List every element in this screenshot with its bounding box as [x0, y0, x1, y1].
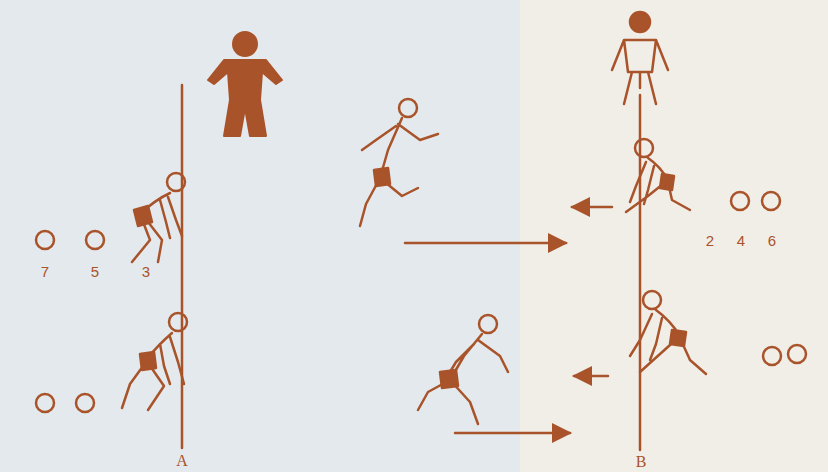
runner-head: [169, 313, 187, 331]
runner-figure: [122, 333, 184, 410]
runner-shorts: [374, 168, 390, 186]
ball: [76, 394, 94, 412]
direction-arrow: [405, 242, 566, 245]
ball-number: 2: [706, 233, 714, 248]
teacher-head: [233, 32, 257, 56]
direction-arrow: [572, 206, 612, 209]
ball: [36, 394, 54, 412]
runner-figure: [418, 334, 508, 424]
ball: [731, 192, 749, 210]
lane-letter: A: [176, 453, 188, 469]
ball-number: 3: [142, 264, 150, 279]
runner-head: [399, 99, 417, 117]
ball: [763, 347, 781, 365]
runner-shorts: [440, 370, 458, 388]
ball-number: 5: [91, 264, 99, 279]
ball-number: 4: [737, 233, 745, 248]
runner-shorts: [134, 206, 152, 226]
ball: [788, 345, 806, 363]
runner-shorts: [140, 352, 156, 370]
teacher-figure: [612, 40, 668, 104]
teacher-head: [630, 12, 650, 32]
runner-figure: [132, 193, 182, 262]
background-right: [520, 0, 828, 472]
runner-shorts: [670, 330, 686, 346]
runner-head: [643, 291, 661, 309]
runner-figure: [630, 310, 706, 374]
ball-number: 7: [41, 264, 49, 279]
direction-arrow: [455, 432, 570, 435]
teacher-figure: [208, 60, 282, 136]
runner-head: [479, 315, 497, 333]
lane-line: [181, 85, 184, 448]
runner-head: [635, 139, 653, 157]
background-left: [0, 0, 520, 472]
lane-line: [639, 95, 642, 450]
runner-figure: [360, 118, 438, 226]
runner-figure: [626, 158, 690, 212]
ball: [86, 231, 104, 249]
runner-shorts: [660, 174, 674, 190]
ball: [36, 231, 54, 249]
direction-arrow: [574, 375, 608, 378]
ball: [762, 192, 780, 210]
lane-letter: B: [636, 454, 647, 470]
runner-head: [167, 173, 185, 191]
ball-number: 6: [768, 233, 776, 248]
